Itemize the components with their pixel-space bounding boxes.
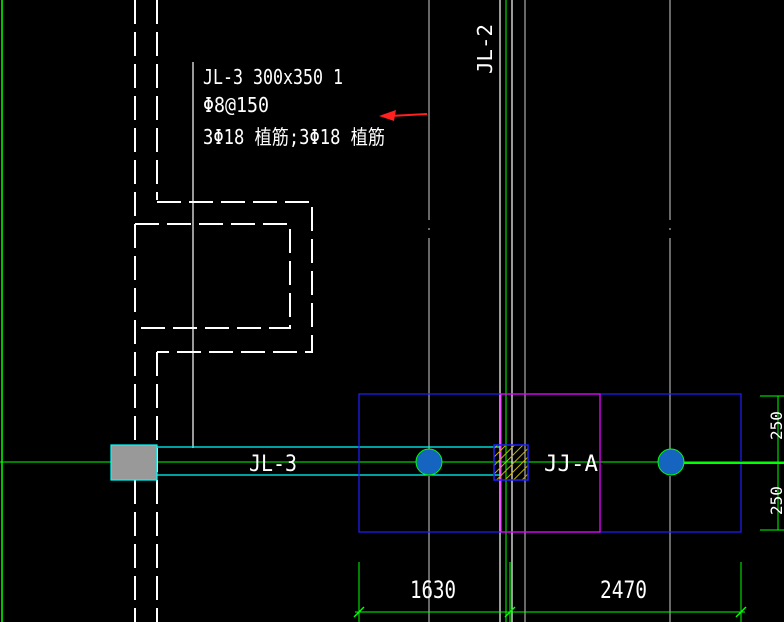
annotation-line-3: 3Φ18 植筋;3Φ18 植筋 [203, 125, 385, 149]
dashed-outline-inner [135, 223, 291, 329]
dim-right-bottom-label: 250 [767, 486, 784, 515]
rebar-dot-icon[interactable] [415, 448, 443, 476]
rebar-dot-icon[interactable] [657, 448, 685, 476]
footing-jja-label: JJ-A [544, 452, 598, 477]
hatch-block-icon[interactable] [493, 444, 529, 481]
annotation-line-1: JL-3 300x350 1 [203, 65, 343, 89]
annotation-line-2: Φ8@150 [203, 93, 269, 117]
beam-jl2-label: JL-2 [473, 24, 497, 74]
dim-tick-1 [353, 606, 365, 618]
dim-left-span-label: 1630 [410, 576, 456, 604]
dim-right-span-label: 2470 [600, 576, 647, 604]
column-block-icon[interactable] [110, 444, 158, 481]
beam-jl3-label: JL-3 [249, 452, 297, 477]
dim-tick-2 [504, 606, 516, 618]
dim-tick-3 [735, 606, 747, 618]
arrow-left-icon [379, 110, 428, 121]
dim-right-top-label: 250 [767, 411, 784, 440]
dashed-outline-outer [157, 201, 313, 353]
